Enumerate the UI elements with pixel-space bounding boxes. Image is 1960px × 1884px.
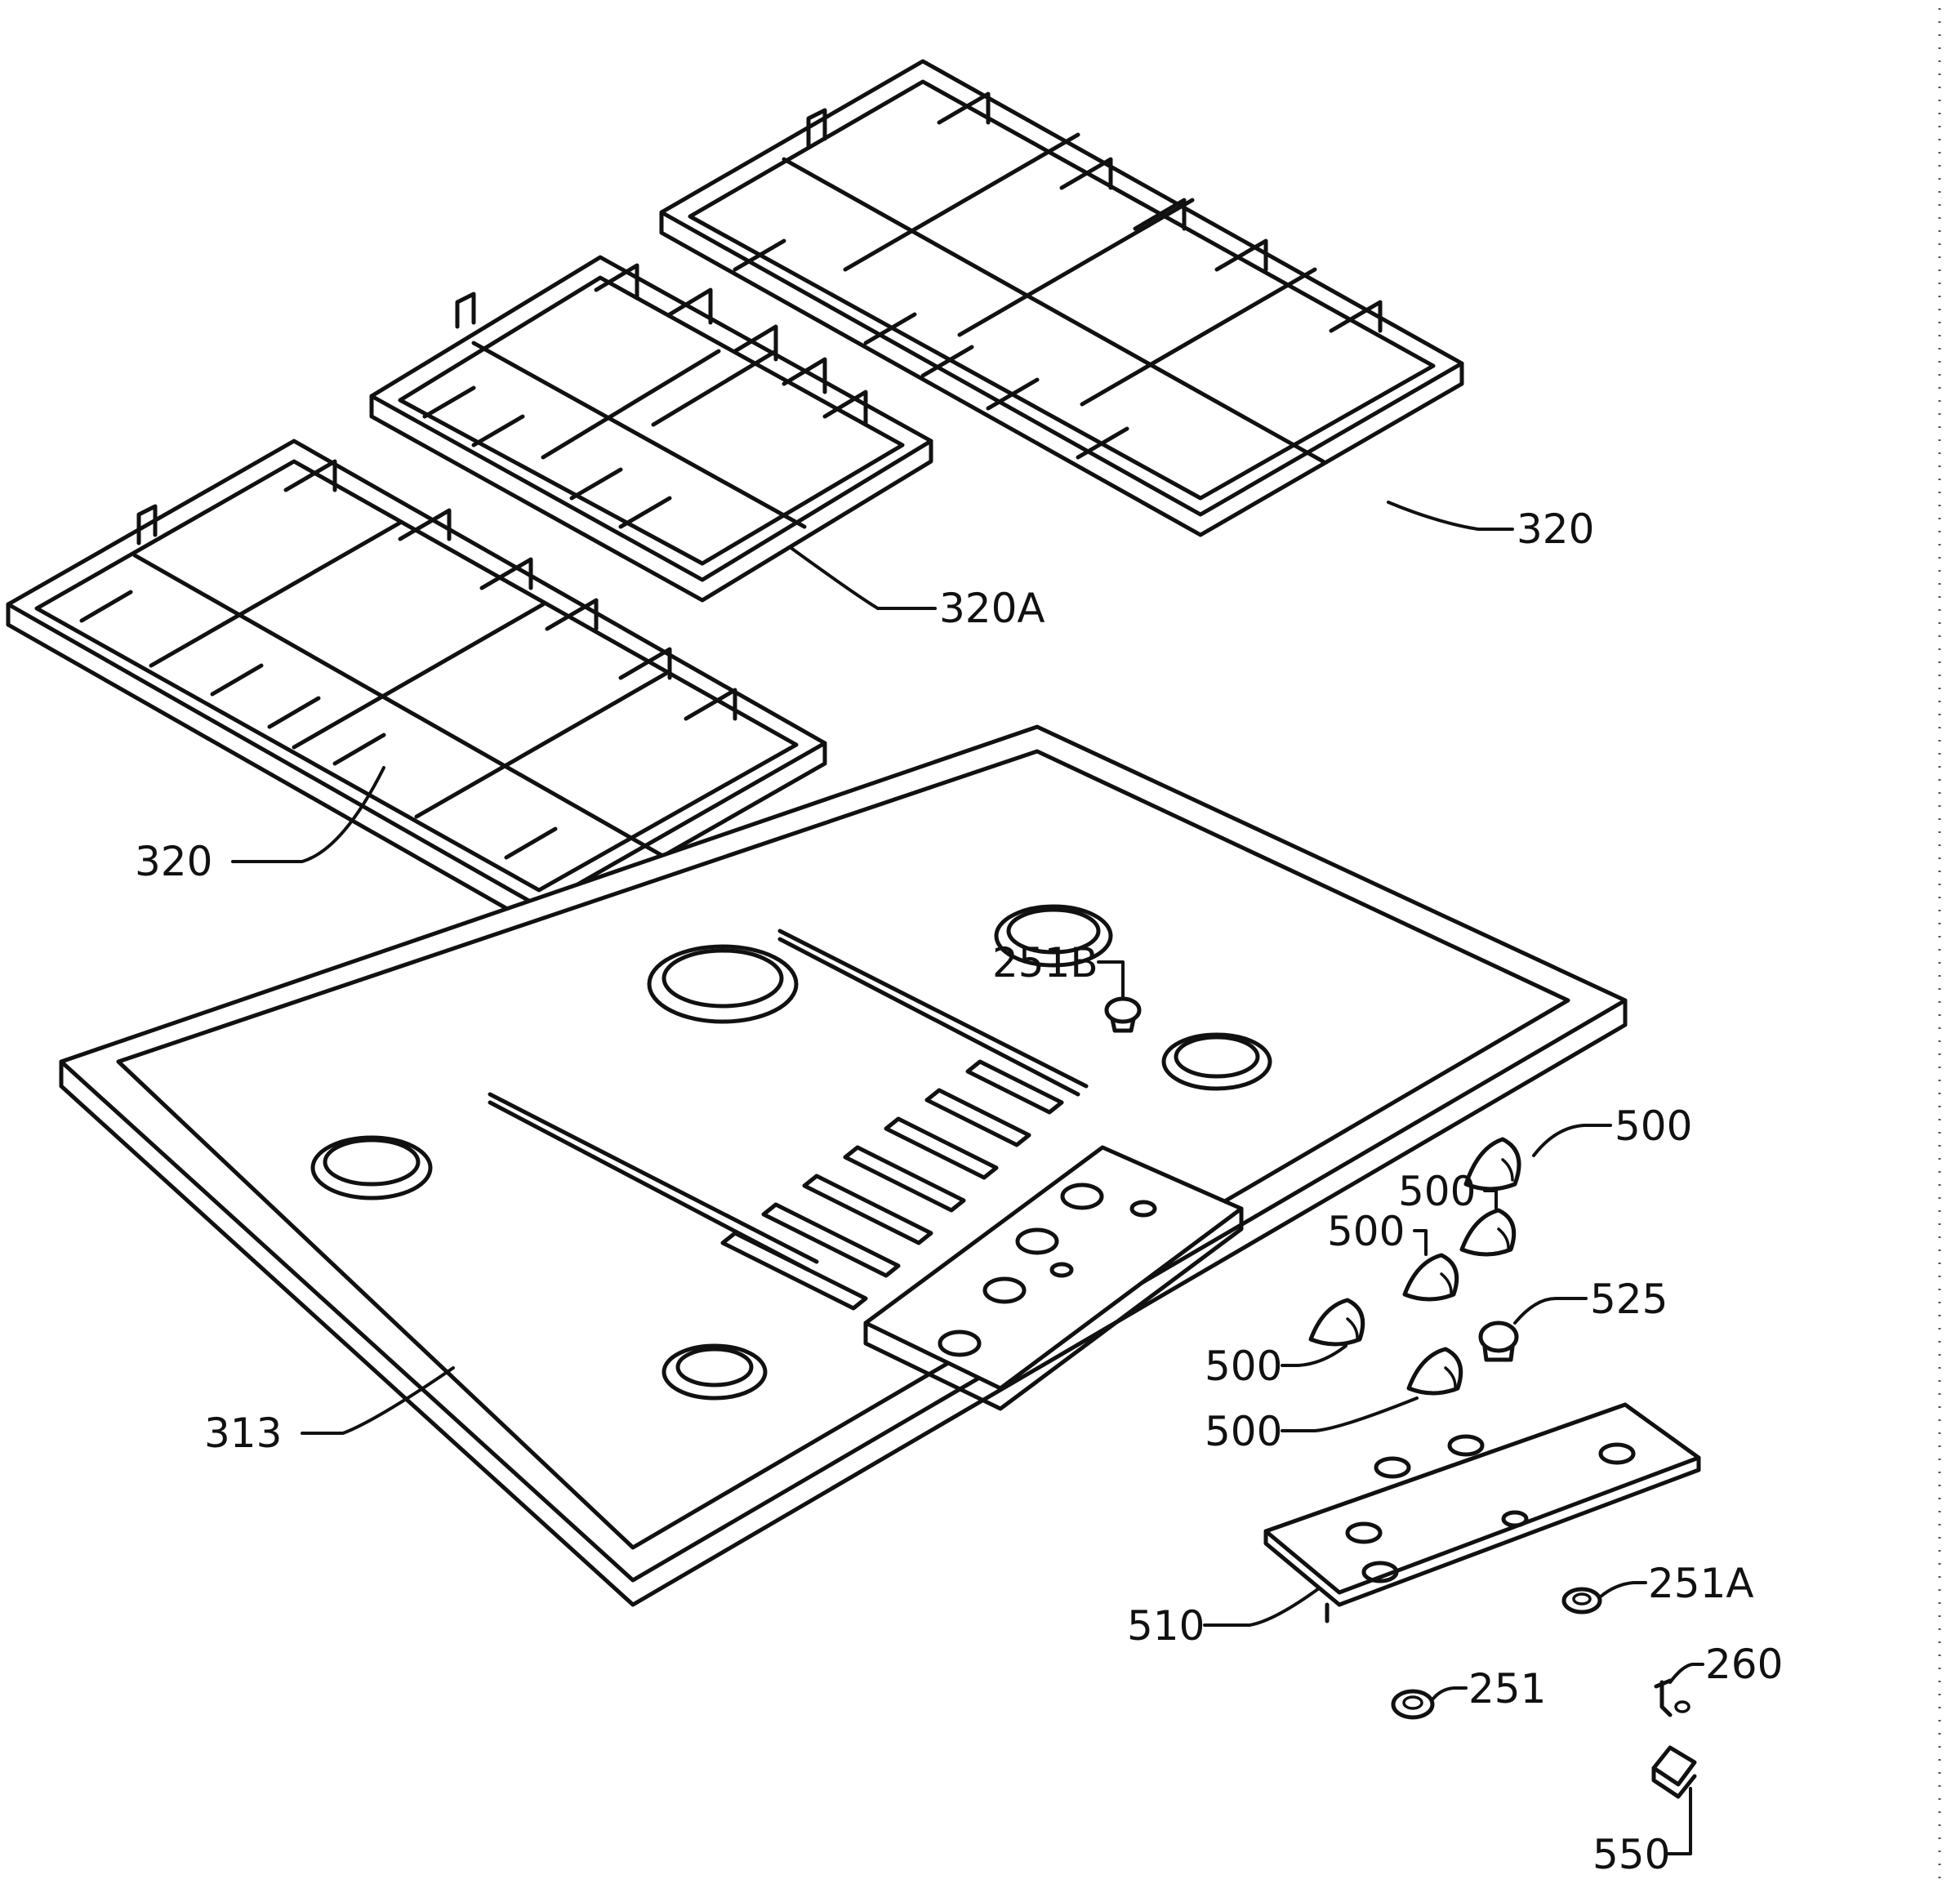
part-510-panel: [1263, 1402, 1701, 1623]
callout-550: 550: [1592, 1831, 1670, 1878]
callout-320-left: 320: [135, 838, 212, 885]
part-550-bracket: [1651, 1745, 1697, 1799]
callout-500-e: 500: [1205, 1408, 1282, 1455]
callout-320a: 320A: [939, 585, 1045, 632]
cooktop-313: [59, 724, 1628, 1607]
part-251a-ring: [1561, 1587, 1602, 1615]
callout-251: 251: [1468, 1665, 1546, 1713]
grate-320a-middle: [369, 255, 933, 603]
callout-500-d: 500: [1205, 1343, 1282, 1390]
callout-251b: 251B: [992, 939, 1098, 987]
callout-313: 313: [204, 1410, 282, 1457]
knob-b-shape: [1459, 1208, 1517, 1257]
part-251-ring: [1391, 1689, 1435, 1720]
callout-500-c: 500: [1327, 1208, 1405, 1255]
callout-510: 510: [1127, 1602, 1205, 1650]
callout-320-right: 320: [1517, 506, 1594, 553]
leader-lines: [231, 501, 1704, 1855]
callout-500-b: 500: [1398, 1168, 1476, 1215]
knob-a-shape: [1463, 1137, 1521, 1191]
grate-320-right: [659, 59, 1464, 537]
callout-500-a: 500: [1615, 1102, 1692, 1150]
knob-c-shape: [1402, 1253, 1459, 1302]
knob-d-shape: [1308, 1298, 1365, 1347]
part-525-button: [1478, 1321, 1519, 1362]
callout-525: 525: [1590, 1276, 1668, 1323]
part-260-clip: [1654, 1678, 1690, 1717]
callout-251a: 251A: [1648, 1560, 1754, 1607]
callout-260: 260: [1705, 1641, 1783, 1688]
knob-e-shape: [1406, 1347, 1463, 1396]
